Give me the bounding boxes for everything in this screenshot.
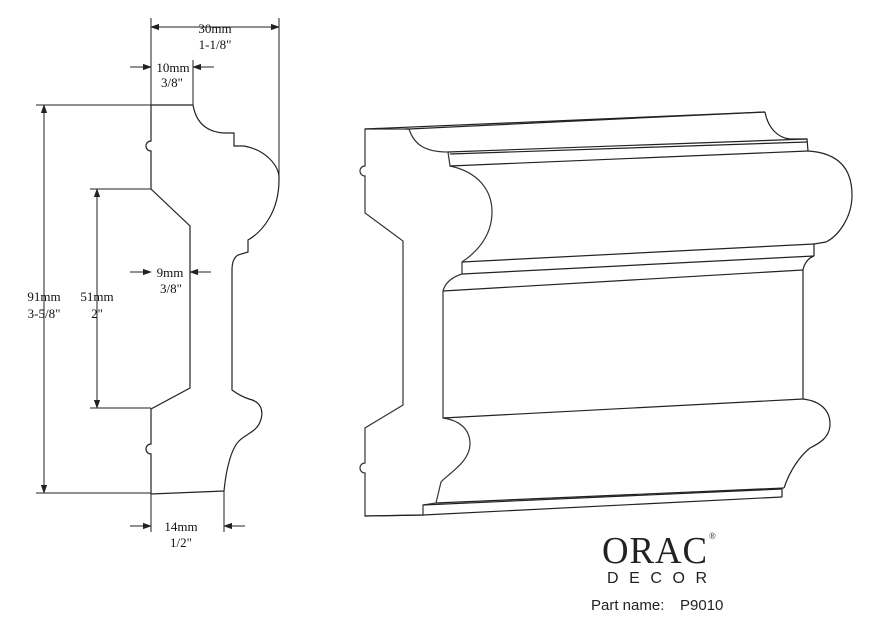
dim-91-inch: 3-5/8" [28, 306, 61, 321]
profile-section [145, 104, 280, 495]
registered-mark: ® [709, 531, 716, 541]
part-name: Part name: P9010 [591, 597, 723, 614]
dim-14-mm: 14mm [164, 519, 197, 534]
dim-30-inch: 1-1/8" [199, 37, 232, 52]
orac-decor-logo: ORAC ® DECOR [602, 530, 716, 587]
dim-14-inch: 1/2" [170, 535, 192, 550]
dim-10-mm: 10mm [156, 60, 189, 75]
dim-51-mm: 51mm [80, 289, 113, 304]
dimension-lines [36, 18, 280, 532]
dim-9-mm: 9mm [157, 265, 184, 280]
dim-91-mm: 91mm [27, 289, 60, 304]
dim-51-inch: 2" [91, 306, 103, 321]
dim-9-inch: 3/8" [160, 281, 182, 296]
brand-name: ORAC [602, 530, 708, 572]
dim-30-mm: 30mm [198, 21, 231, 36]
brand-sub: DECOR [607, 570, 713, 587]
part-code: P9010 [680, 597, 723, 614]
part-name-label: Part name: [591, 597, 664, 614]
moulding-end-face [359, 128, 493, 517]
dimension-labels: 30mm 1-1/8" 10mm 3/8" 91mm 3-5/8" 51mm 2… [27, 21, 231, 550]
profile-outline [145, 104, 280, 495]
dim-10-inch: 3/8" [161, 75, 183, 90]
moulding-3d-view [359, 111, 853, 517]
